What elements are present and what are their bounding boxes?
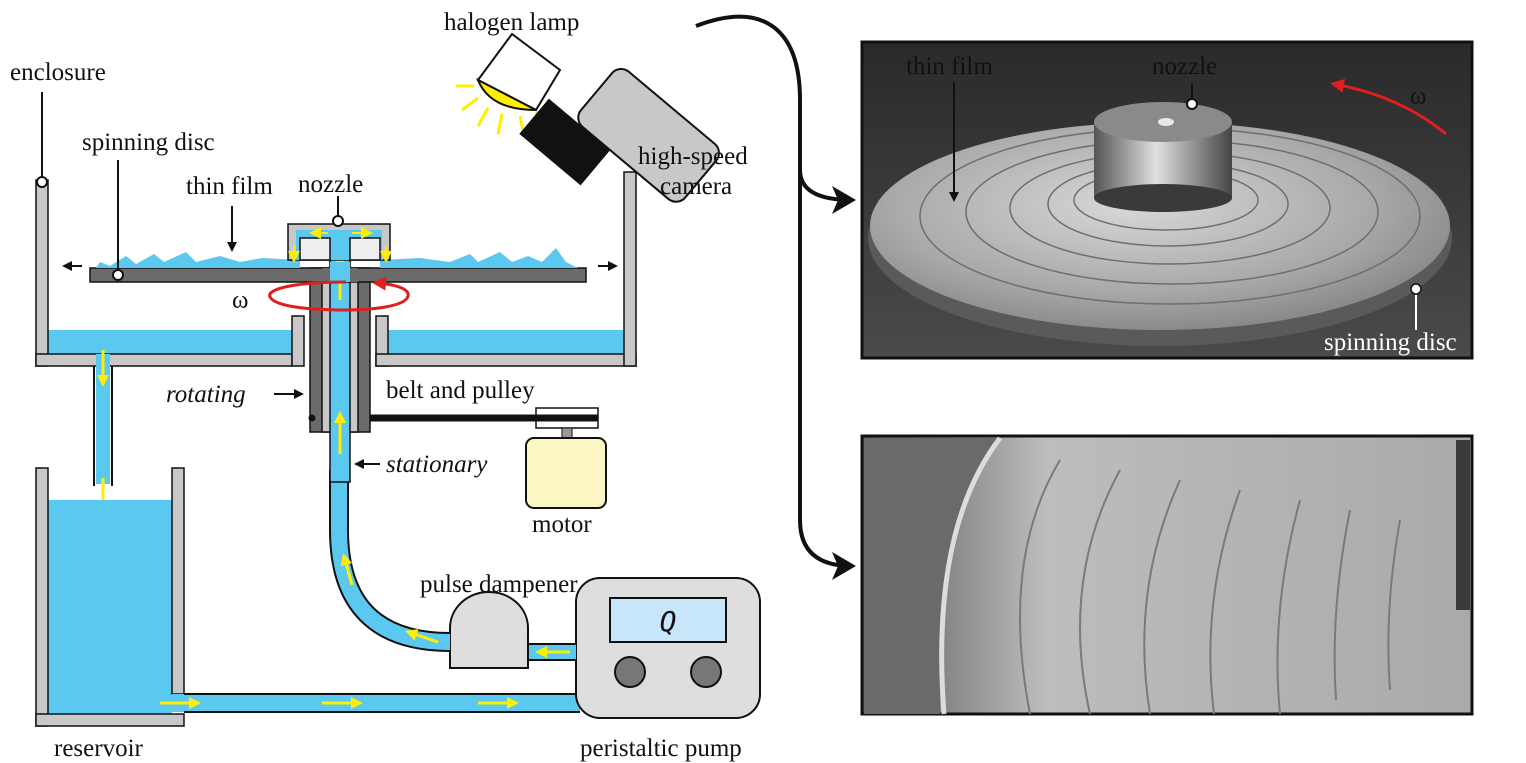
rotation-indicator: ω <box>232 276 410 314</box>
photo-top: thin film nozzle ω spinning disc <box>860 40 1474 360</box>
belt-and-pulley <box>370 407 599 439</box>
pump-knob-right <box>690 656 722 688</box>
photo-top-spinning-disc-label: spinning disc <box>1324 329 1457 356</box>
nozzle <box>287 223 392 263</box>
label-rotating: rotating <box>166 381 246 408</box>
halogen-lamp <box>456 32 562 137</box>
high-speed-camera <box>519 67 720 203</box>
cable-to-top-photo <box>695 14 856 214</box>
photo-top-nozzle-label: nozzle <box>1152 53 1217 80</box>
label-enclosure: enclosure <box>10 59 106 86</box>
label-nozzle: nozzle <box>298 171 363 198</box>
label-pulse-dampener: pulse dampener <box>420 571 578 598</box>
spinning-disc <box>89 248 587 283</box>
cable-to-bottom-photo <box>798 160 856 580</box>
photo-top-thin-film-label: thin film <box>906 53 993 80</box>
label-camera: camera <box>660 173 732 200</box>
supply-tube <box>329 470 451 652</box>
label-halogen-lamp: halogen lamp <box>444 9 579 36</box>
photo-bottom <box>860 434 1474 716</box>
label-reservoir: reservoir <box>54 735 144 762</box>
pump-display-label: Q <box>660 605 677 638</box>
omega-label: ω <box>232 287 248 314</box>
pump-knob-left <box>614 656 646 688</box>
label-spinning-disc: spinning disc <box>82 129 215 156</box>
label-motor: motor <box>532 511 592 538</box>
label-belt-and-pulley: belt and pulley <box>386 377 535 404</box>
pulse-dampener <box>449 591 529 669</box>
pump-display <box>609 597 727 643</box>
label-peristaltic-pump: peristaltic pump <box>580 735 742 762</box>
label-high-speed: high-speed <box>638 143 748 170</box>
rotating-shaft <box>308 235 371 483</box>
label-stationary: stationary <box>386 451 488 478</box>
photo-top-omega-label: ω <box>1410 83 1426 110</box>
reservoir <box>35 467 185 727</box>
label-thin-film: thin film <box>186 173 273 200</box>
pump-outlet-pipe <box>528 643 576 661</box>
return-pipe <box>160 693 580 713</box>
motor <box>525 437 607 509</box>
peristaltic-pump: Q <box>575 577 761 719</box>
drain-pipe <box>93 350 113 519</box>
